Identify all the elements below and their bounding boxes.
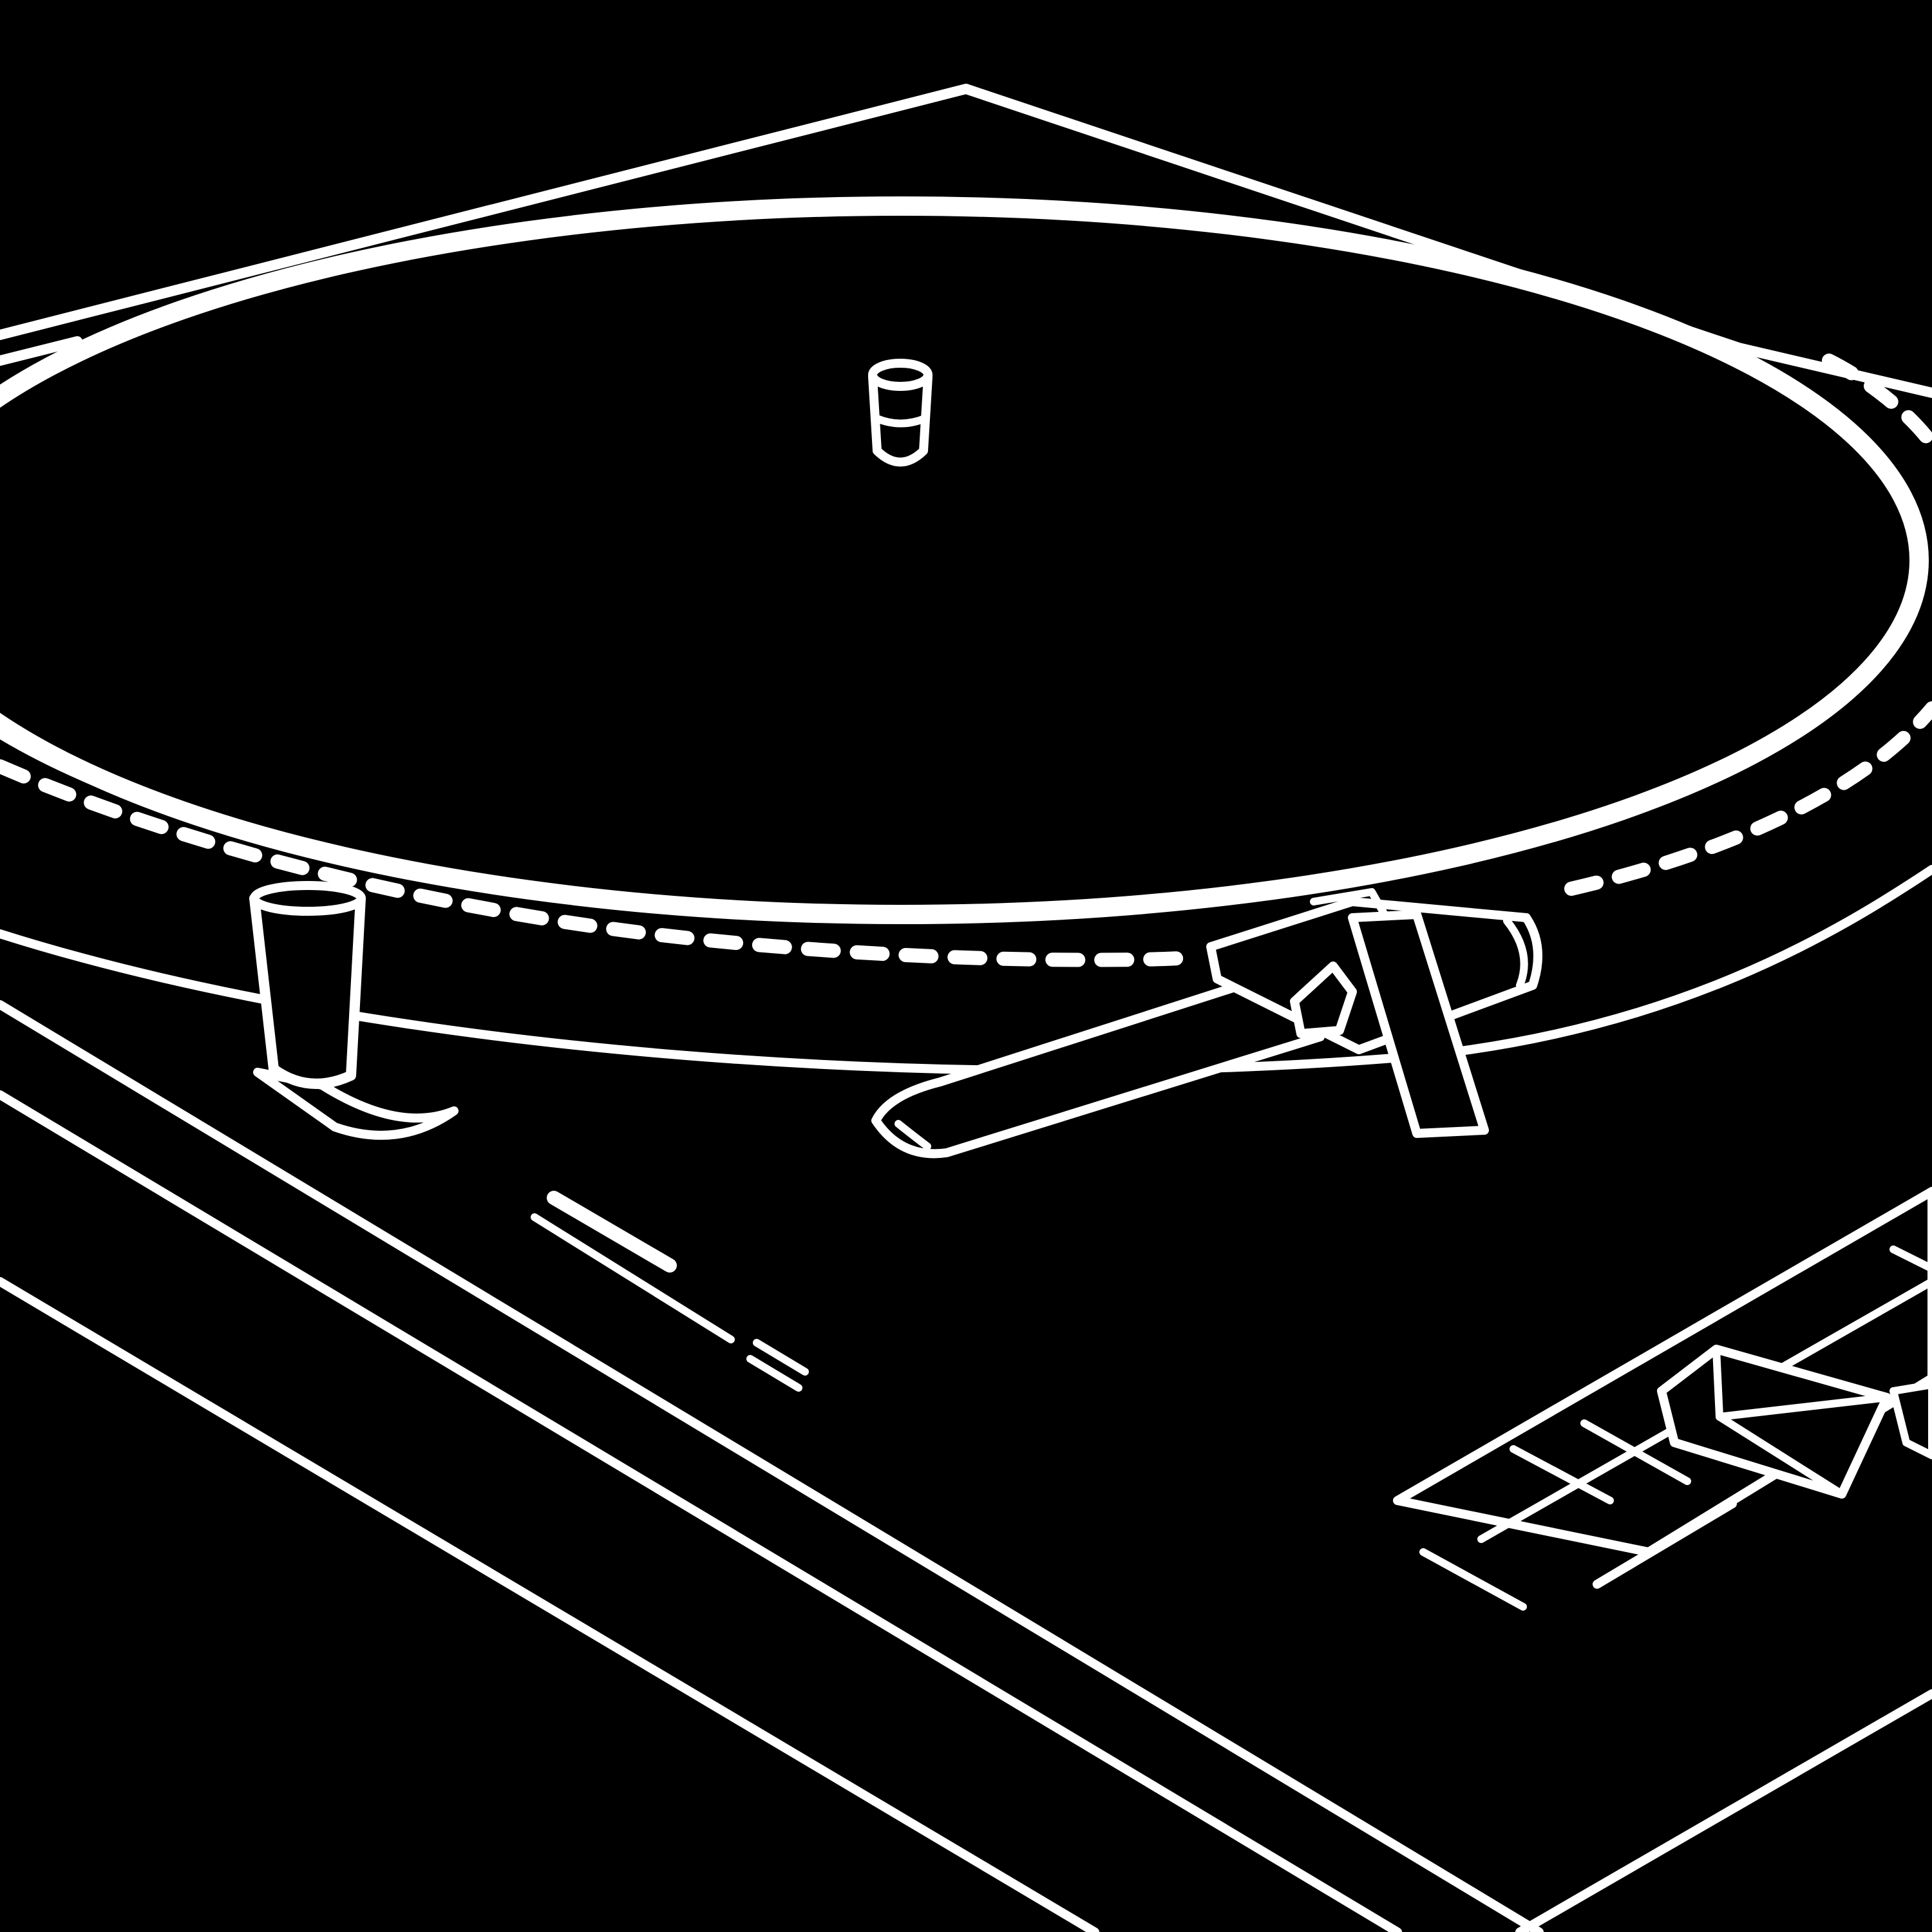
strobe-dots-icon xyxy=(0,354,1932,967)
plinth-outline xyxy=(0,1000,1932,1932)
deck-markings xyxy=(531,1191,809,1392)
headshell-icon xyxy=(1206,888,1542,1138)
platter-icon xyxy=(0,196,1929,924)
pitch-slider-icon xyxy=(1393,1187,1932,1611)
light-pin-icon xyxy=(249,881,459,1140)
spindle-icon xyxy=(868,359,933,467)
